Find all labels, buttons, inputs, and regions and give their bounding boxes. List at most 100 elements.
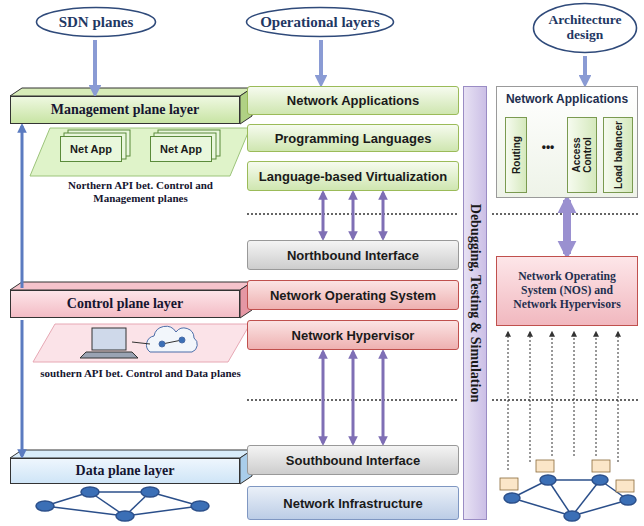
plane-box: Data plane layer: [10, 458, 240, 484]
node-text: Language-based Virtualization: [259, 169, 447, 184]
left-network: [36, 487, 209, 521]
api-note: southern API bet. Control and Data plane…: [38, 367, 243, 380]
switch: [564, 511, 580, 521]
connector: [323, 352, 383, 443]
node-text: Northbound Interface: [287, 248, 419, 263]
dotted-arrow: [530, 332, 531, 462]
switch: [504, 493, 520, 503]
connector: [567, 200, 568, 254]
laptop-icon: [80, 328, 138, 358]
layer-box: Network Hypervisor: [247, 320, 459, 350]
data-top-face: [10, 450, 252, 458]
connector-line: [322, 193, 325, 238]
app-module: Access Control: [567, 117, 597, 193]
side-bar: Debugging, Testing & Simulation: [463, 86, 487, 520]
node-text: Operational layers: [252, 14, 388, 31]
node-text: SDN planes: [51, 14, 142, 31]
connector: [321, 40, 322, 84]
app-module: Routing: [505, 117, 527, 193]
control-top-face: [10, 282, 252, 290]
node-text: Debugging, Testing & Simulation: [467, 90, 483, 516]
flow-table: [592, 460, 610, 472]
connector-line: [21, 126, 24, 288]
heading-ellipse: SDN planes: [35, 6, 157, 38]
laptop-link: [132, 342, 150, 344]
net-link: [125, 506, 200, 516]
node-text: Access Control: [571, 121, 593, 189]
connector: [323, 193, 383, 238]
ellipse-shape: [37, 8, 156, 37]
dotted-arrow: [596, 332, 597, 456]
cloud: [146, 326, 197, 352]
cloud-node: [159, 341, 165, 347]
dotted-arrow: [508, 332, 509, 470]
net-link: [572, 480, 600, 516]
ellipsis: •••: [528, 140, 568, 154]
laptop-base: [80, 352, 138, 358]
connector-line: [21, 320, 24, 456]
node-text: Control plane layer: [67, 296, 183, 312]
node-text: Network Hypervisor: [292, 328, 415, 343]
node-text: Data plane layer: [76, 463, 175, 479]
router: [191, 501, 209, 511]
control-links: [508, 332, 618, 470]
node-text: Load balancer: [613, 121, 624, 189]
layer-box: Network Infrastructure: [247, 486, 459, 520]
net-link: [572, 500, 628, 516]
management-top-face: [10, 88, 252, 96]
plane-box: Control plane layer: [10, 290, 240, 318]
connector-line: [583, 56, 587, 84]
nos-box: Network Operating System (NOS) and Netwo…: [496, 256, 638, 326]
flow-tables: [500, 460, 634, 492]
right-network: [504, 475, 636, 521]
app-plane: [30, 128, 250, 176]
dotted-arrow: [574, 332, 575, 456]
app-container: Network ApplicationsRoutingAccess Contro…: [496, 86, 638, 198]
layer-box: Northbound Interface: [247, 240, 459, 270]
switch: [620, 495, 636, 505]
node-text: Network Operating System: [270, 288, 436, 303]
router: [116, 511, 134, 521]
dotted-separators: [247, 214, 640, 400]
connector-line: [93, 40, 97, 94]
node-text: Network Operating System (NOS) and Netwo…: [497, 270, 637, 312]
connector-line: [382, 352, 385, 443]
layer-box: Southbound Interface: [247, 445, 459, 475]
cloud-network-icon: [132, 326, 197, 352]
connector: [22, 126, 23, 288]
layer-box: Network Applications: [247, 86, 459, 115]
ellipse-shape: [247, 8, 394, 37]
connector: [95, 40, 96, 94]
connector-line: [382, 193, 385, 238]
connector: [22, 320, 23, 456]
control-sub-plane: [33, 324, 250, 362]
router: [36, 501, 54, 511]
cloud-node: [179, 337, 185, 343]
net-link: [548, 480, 572, 516]
connector: [585, 56, 586, 84]
connector-line: [352, 352, 355, 443]
plane-box: Management plane layer: [10, 96, 240, 124]
heading-ellipse: Architecture design: [532, 2, 638, 54]
node-text: Programming Languages: [275, 131, 432, 146]
app-box: Net App: [150, 136, 212, 162]
laptop-screen: [92, 328, 126, 350]
router: [81, 487, 99, 497]
flow-table: [536, 460, 554, 472]
node-text: Network Applications: [287, 93, 419, 108]
flow-table: [500, 478, 518, 490]
app-module: Load balancer: [603, 117, 633, 193]
dotted-arrow: [552, 332, 553, 456]
flow-table: [616, 480, 634, 492]
heading-ellipse: Operational layers: [245, 6, 395, 38]
api-note: Northern API bet. Control and Management…: [38, 179, 243, 205]
node-text: Management plane layer: [51, 102, 200, 118]
node-text: Southbound Interface: [286, 453, 420, 468]
layer-box: Language-based Virtualization: [247, 161, 459, 191]
layer-box: Programming Languages: [247, 124, 459, 152]
switch: [592, 475, 608, 485]
layer-box: Network Operating System: [247, 280, 459, 310]
node-text: Architecture design: [532, 13, 638, 43]
plane-faces: [10, 88, 252, 484]
